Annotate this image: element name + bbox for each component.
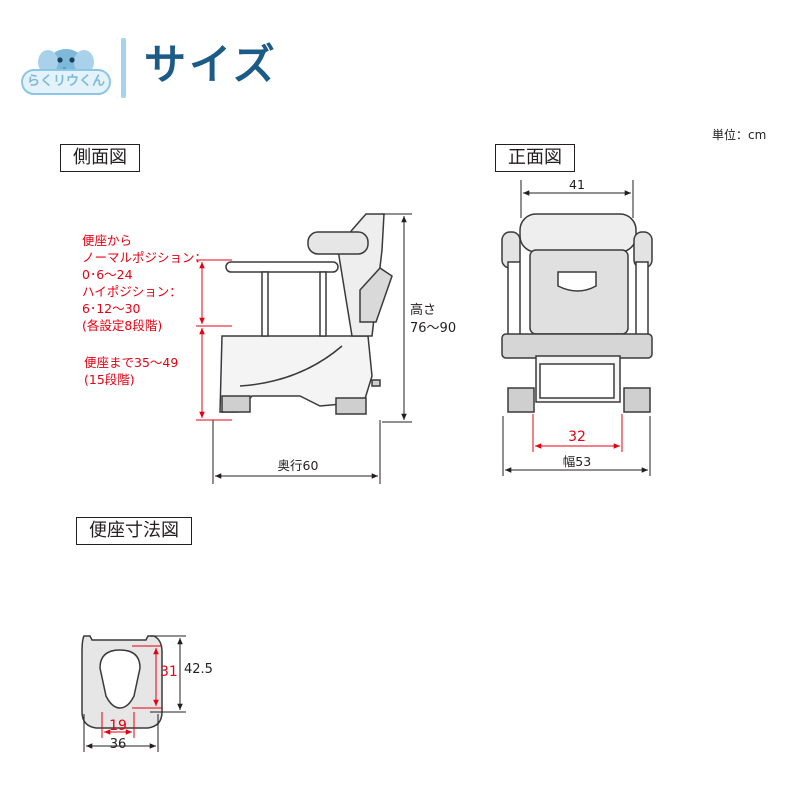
floor-to-seat-note: 便座まで35～49 (15段階) <box>84 354 178 388</box>
front-red-dimension-lines <box>532 414 623 452</box>
seat-length: 42.5 <box>184 662 213 677</box>
elephant-logo-icon <box>21 49 111 95</box>
side-view-label: 側面図 <box>60 144 140 172</box>
side-commode-illustration <box>219 213 393 415</box>
note-line: ハイポジション： <box>82 284 182 299</box>
note-line: 0･6～24 <box>82 267 133 282</box>
side-dimension-lines <box>212 213 412 484</box>
seat-height-note: 便座から ノーマルポジション： 0･6～24 ハイポジション： 6･12～30 … <box>82 232 207 334</box>
note-line: ノーマルポジション： <box>82 250 208 265</box>
front-width-label: 幅53 <box>563 454 591 469</box>
seat-dimension-lines <box>83 635 186 752</box>
header-divider <box>121 38 126 98</box>
note-line: 6･12～30 <box>82 301 141 316</box>
depth-label: 奥行60 <box>278 458 319 473</box>
front-dimension-lines <box>502 180 651 476</box>
seat-width: 36 <box>110 737 127 752</box>
logo-text: らくリウくん <box>26 74 105 89</box>
height-label: 高さ <box>410 303 437 318</box>
seat-illustration <box>81 635 163 729</box>
note-line: (15段階) <box>84 372 135 387</box>
brand-logo: らくリウくん <box>18 40 114 98</box>
seat-dimensions-label: 便座寸法図 <box>76 517 192 545</box>
page-title: サイズ <box>144 40 278 89</box>
front-commode-illustration <box>501 213 653 413</box>
note-line: (各設定8段階) <box>82 318 163 333</box>
opening-length: 31 <box>160 664 178 680</box>
seat-red-dimension-lines <box>101 645 162 738</box>
note-line: 便座まで35～49 <box>84 355 179 370</box>
front-top-width: 41 <box>569 177 585 192</box>
note-line: 便座から <box>82 233 133 248</box>
height-value: 76～90 <box>410 321 457 336</box>
front-view-label: 正面図 <box>495 144 575 172</box>
opening-width: 19 <box>109 718 127 734</box>
side-red-dimension-lines <box>196 259 232 421</box>
front-bottom-width: 32 <box>568 429 586 445</box>
height-note: 高さ 76～90 <box>410 302 456 338</box>
unit-label: 単位：cm <box>712 128 767 142</box>
